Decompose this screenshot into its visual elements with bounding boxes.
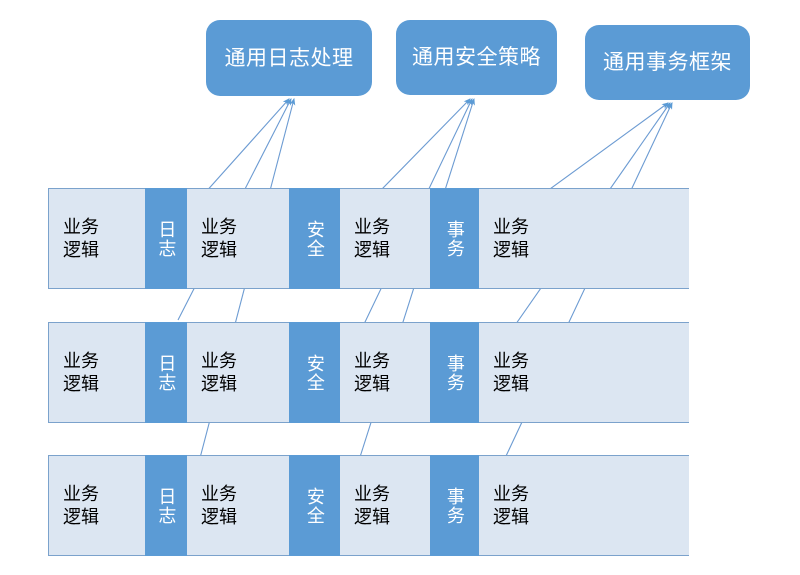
business-logic-label: 业务逻辑 <box>63 484 99 527</box>
aspect-cell-label: 事务 <box>444 353 465 392</box>
aspect-cell-label: 安全 <box>304 486 325 525</box>
business-logic-cell[interactable]: 业务逻辑 <box>340 188 430 289</box>
aspect-cell-security[interactable]: 安全 <box>289 322 340 423</box>
business-logic-cell[interactable]: 业务逻辑 <box>187 188 289 289</box>
aspect-box-security[interactable]: 通用安全策略 <box>396 20 557 95</box>
business-logic-label: 业务逻辑 <box>63 217 99 260</box>
aspect-cell-label: 安全 <box>304 219 325 258</box>
business-logic-label: 业务逻辑 <box>354 217 390 260</box>
connector-row-3-security-to-security <box>345 97 475 502</box>
aspect-box-tx[interactable]: 通用事务框架 <box>585 25 750 100</box>
aspect-cell-label: 安全 <box>304 353 325 392</box>
aspect-cell-log[interactable]: 日志 <box>145 322 187 423</box>
aspect-cell-security[interactable]: 安全 <box>289 188 340 289</box>
aspect-cell-label: 日志 <box>156 486 177 525</box>
service-row: 业务逻辑日志业务逻辑安全业务逻辑事务业务逻辑 <box>48 455 689 556</box>
aspect-cell-label: 日志 <box>156 353 177 392</box>
aspect-cell-log[interactable]: 日志 <box>145 455 187 556</box>
business-logic-label: 业务逻辑 <box>63 351 99 394</box>
business-logic-label: 业务逻辑 <box>354 351 390 394</box>
aspect-box-label: 通用事务框架 <box>603 51 732 74</box>
business-logic-cell[interactable]: 业务逻辑 <box>49 455 145 556</box>
aspect-cell-tx[interactable]: 事务 <box>430 188 479 289</box>
business-logic-label: 业务逻辑 <box>201 217 237 260</box>
aspect-box-label: 通用安全策略 <box>412 46 541 69</box>
aspect-cell-tx[interactable]: 事务 <box>430 455 479 556</box>
aspect-cell-security[interactable]: 安全 <box>289 455 340 556</box>
aspect-box-label: 通用日志处理 <box>224 46 354 70</box>
business-logic-cell[interactable]: 业务逻辑 <box>49 188 145 289</box>
business-logic-label: 业务逻辑 <box>493 351 529 394</box>
business-logic-label: 业务逻辑 <box>201 484 237 527</box>
business-logic-label: 业务逻辑 <box>354 484 390 527</box>
aspect-cell-log[interactable]: 日志 <box>145 188 187 289</box>
business-logic-cell[interactable]: 业务逻辑 <box>187 455 289 556</box>
business-logic-cell[interactable]: 业务逻辑 <box>340 455 430 556</box>
business-logic-cell[interactable]: 业务逻辑 <box>49 322 145 423</box>
connector-row-3-tx-to-tx <box>482 102 673 506</box>
business-logic-label: 业务逻辑 <box>493 484 529 527</box>
business-logic-cell[interactable]: 业务逻辑 <box>187 322 289 423</box>
aspect-box-log[interactable]: 通用日志处理 <box>206 20 372 96</box>
service-row: 业务逻辑日志业务逻辑安全业务逻辑事务业务逻辑 <box>48 322 689 423</box>
business-logic-cell[interactable]: 业务逻辑 <box>340 322 430 423</box>
business-logic-cell[interactable]: 业务逻辑 <box>479 455 689 556</box>
aspect-cell-label: 事务 <box>444 219 465 258</box>
aspect-cell-label: 日志 <box>156 219 177 258</box>
aspect-cell-tx[interactable]: 事务 <box>430 322 479 423</box>
business-logic-label: 业务逻辑 <box>201 351 237 394</box>
business-logic-cell[interactable]: 业务逻辑 <box>479 188 689 289</box>
business-logic-label: 业务逻辑 <box>493 217 529 260</box>
business-logic-cell[interactable]: 业务逻辑 <box>479 322 689 423</box>
aspect-cell-label: 事务 <box>444 486 465 525</box>
service-row: 业务逻辑日志业务逻辑安全业务逻辑事务业务逻辑 <box>48 188 689 289</box>
